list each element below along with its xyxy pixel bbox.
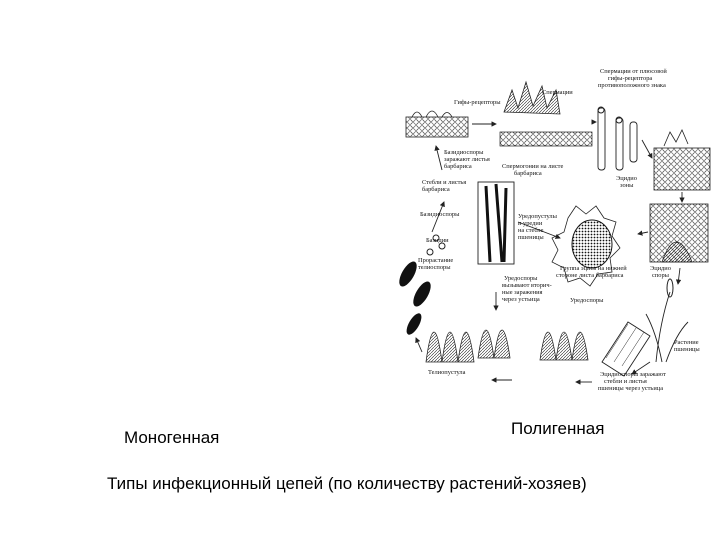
wheat-stem-uredia: [477, 181, 515, 265]
aecium-section: [649, 203, 709, 263]
wheat-plant: [645, 278, 689, 363]
label-aeciospores-infect: Эцидиоспоры заражают: [600, 371, 666, 378]
spermatia-cluster: [499, 80, 593, 147]
caption-polygenic: Полигенная: [511, 419, 605, 438]
barberry-leaf-section: [653, 129, 711, 191]
label-basidiospores-2: Базидиоспоры: [420, 211, 460, 218]
label-teliospores: телиоспоры: [418, 264, 451, 271]
spermogonium-body: [551, 205, 621, 287]
label-barberry-underside: стороне листа барбариса: [556, 272, 624, 279]
label-wheat-2: пшеницы: [674, 346, 700, 353]
label-basidia: Базидии: [426, 237, 449, 244]
label-cause-secondary: вызывают вторич-: [502, 282, 552, 289]
label-germination: Прорастание: [418, 257, 453, 264]
label-uredopustules: Уредопустулы: [518, 213, 558, 220]
label-spores: споры: [652, 272, 670, 279]
label-wheat-stomata: пшеницы через устьица: [598, 385, 663, 392]
label-spermatia-receptor: Спермации от плюсовой: [600, 68, 667, 75]
label-basidiospores: Базидиоспоры: [444, 149, 484, 156]
label-stems-leaves-2: стебли и листья: [604, 378, 647, 385]
label-infections: ные заражения: [502, 289, 543, 296]
cycle-arrows: [415, 119, 685, 385]
hyphae-tubes: [597, 106, 638, 171]
label-zones: зоны: [620, 182, 634, 189]
label-aecia-group: Группа эциев на нижней: [560, 265, 627, 272]
label-spermatia: Спермации: [542, 89, 573, 96]
label-plant: Растение: [674, 339, 699, 346]
germinating-teliospores: [399, 234, 446, 335]
label-uredia: и уредии: [518, 220, 543, 227]
label-opposite-sign: противоположного знака: [598, 82, 666, 89]
label-infect-leaves: заражают листья: [444, 156, 490, 163]
label-barberry: барбариса: [444, 163, 472, 170]
label-urediniospores: Уредоспоры: [504, 275, 538, 282]
rust-life-cycle-diagram: Спермации от плюсовой гифы-рецептора про…: [392, 62, 714, 392]
leaf-stomata: [601, 321, 651, 377]
label-stems-leaves: Стебли и листья: [422, 179, 466, 186]
diagram-labels: Спермации от плюсовой гифы-рецептора про…: [418, 68, 700, 392]
label-urediniospores-2: Уредоспоры: [570, 297, 604, 304]
telial-pustules: [425, 329, 589, 363]
receptor-hyphae-tissue: [405, 110, 469, 138]
label-receptor-hyphae-left: Гифы-рецепторы: [454, 99, 501, 106]
label-receptor-hyphae: гифы-рецептора: [608, 75, 652, 82]
life-cycle-illustration: Спермации от плюсовой гифы-рецептора про…: [399, 68, 711, 392]
label-aecio: Эцидио: [616, 175, 637, 182]
slide-title: Типы инфекционный цепей (по количеству р…: [107, 474, 587, 493]
label-wheat: пшеницы: [518, 234, 544, 241]
caption-monogenic: Моногенная: [124, 428, 220, 447]
label-through-stomata: через устьица: [502, 296, 540, 303]
label-barberry-2: барбариса: [514, 170, 542, 177]
label-teliopustule: Телиопустула: [428, 369, 466, 376]
label-aecio-2: Эцидио: [650, 265, 671, 272]
label-spermogonia-leaf: Спермогонии на листе: [502, 163, 563, 170]
label-barberry-3: барбариса: [422, 186, 450, 193]
label-on-stem: на стебле: [518, 227, 544, 234]
